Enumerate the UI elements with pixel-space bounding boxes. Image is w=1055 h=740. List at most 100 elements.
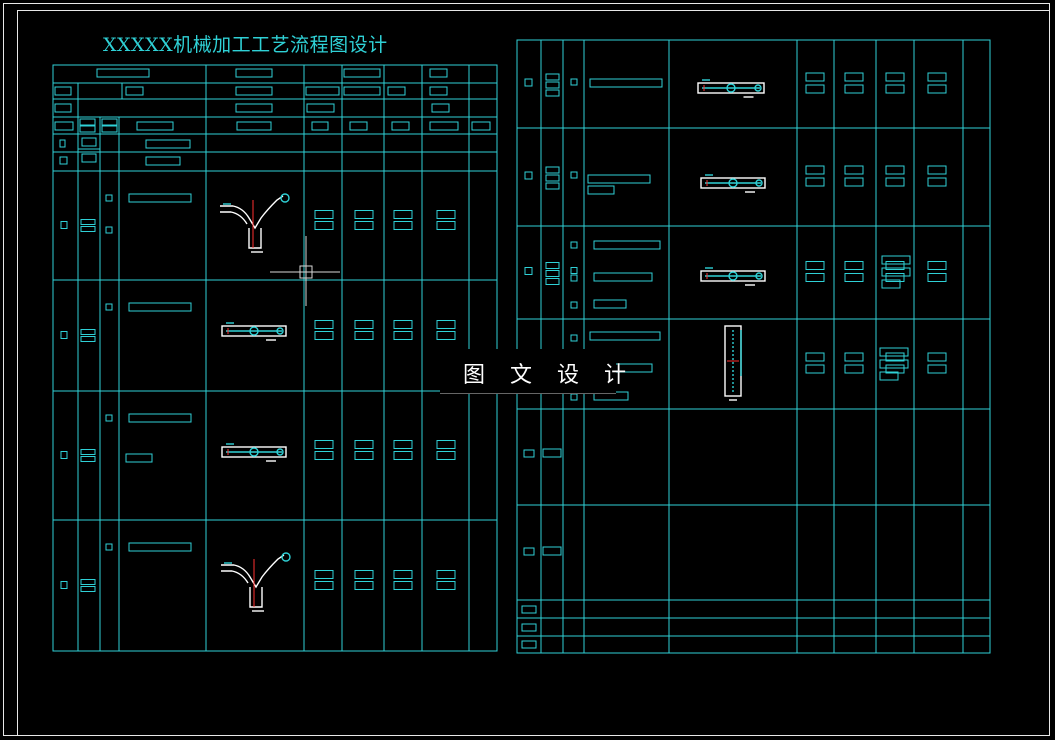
text-placeholder-box: [927, 261, 947, 270]
text-placeholder-box: [570, 171, 578, 179]
text-placeholder-box: [80, 456, 96, 462]
text-placeholder-box: [235, 86, 273, 96]
operation-text-box: [128, 302, 192, 312]
text-placeholder-box: [844, 72, 864, 82]
text-placeholder-box: [393, 451, 413, 460]
step-number-box: [60, 221, 68, 229]
text-placeholder-box: [881, 255, 911, 265]
text-placeholder-box: [545, 166, 560, 174]
text-placeholder-box: [844, 352, 864, 362]
text-placeholder-box: [927, 273, 947, 282]
text-placeholder-box: [885, 177, 905, 187]
part-sketches: [220, 79, 766, 612]
text-placeholder-box: [545, 270, 560, 277]
step-number-box: [60, 451, 68, 459]
text-placeholder-box: [587, 174, 651, 184]
text-placeholder-box: [354, 221, 374, 230]
text-placeholder-box: [805, 84, 825, 94]
text-placeholder-box: [314, 210, 334, 219]
text-placeholder-box: [314, 320, 334, 329]
text-placeholder-box: [927, 84, 947, 94]
text-placeholder-box: [236, 121, 272, 131]
text-placeholder-box: [96, 68, 150, 78]
text-placeholder-box: [387, 86, 406, 96]
text-placeholder-box: [125, 453, 153, 463]
right-table-frame: [516, 39, 991, 654]
text-placeholder-box: [885, 72, 905, 82]
text-placeholder-box: [471, 121, 491, 131]
text-placeholder-box: [314, 581, 334, 590]
step-number-box: [524, 267, 533, 275]
text-placeholder-box: [354, 440, 374, 449]
text-placeholder-box: [314, 451, 334, 460]
text-placeholder-box: [570, 78, 578, 86]
text-placeholder-box: [429, 121, 459, 131]
text-placeholder-box: [927, 352, 947, 362]
text-placeholder-box: [311, 121, 329, 131]
text-placeholder-box: [393, 331, 413, 340]
operation-text-box: [589, 78, 663, 88]
text-placeholder-box: [101, 125, 118, 133]
text-placeholder-box: [844, 261, 864, 270]
text-placeholder-box: [436, 451, 456, 460]
text-placeholder-box: [927, 364, 947, 374]
text-placeholder-box: [354, 451, 374, 460]
text-placeholder-box: [436, 221, 456, 230]
text-placeholder-box: [79, 125, 96, 133]
text-placeholder-box: [393, 210, 413, 219]
text-placeholder-box: [54, 86, 72, 96]
text-placeholder-box: [545, 278, 560, 285]
text-placeholder-box: [844, 84, 864, 94]
step-number-box: [60, 581, 68, 589]
text-placeholder-box: [593, 299, 627, 309]
text-placeholder-box: [314, 440, 334, 449]
text-placeholder-box: [393, 221, 413, 230]
text-placeholder-box: [589, 331, 661, 341]
text-placeholder-box: [881, 279, 901, 289]
text-placeholder-box: [805, 273, 825, 282]
text-placeholder-box: [59, 156, 68, 165]
text-placeholder-box: [885, 364, 905, 374]
text-placeholder-box: [79, 118, 96, 126]
operation-text-box: [128, 542, 192, 552]
text-placeholder-box: [545, 89, 560, 97]
text-placeholder-box: [354, 570, 374, 579]
text-placeholder-box: [521, 640, 537, 649]
text-placeholder-box: [235, 68, 273, 78]
text-placeholder-box: [542, 448, 562, 458]
text-placeholder-box: [436, 331, 456, 340]
text-placeholder-box: [145, 139, 191, 149]
text-placeholder-box: [844, 165, 864, 175]
text-placeholder-box: [805, 352, 825, 362]
right-process-table: [516, 39, 991, 654]
text-placeholder-box: [393, 320, 413, 329]
part-sketch-bar: [221, 443, 287, 462]
text-placeholder-box: [805, 165, 825, 175]
left-process-table: [52, 64, 498, 652]
text-placeholder-box: [879, 359, 909, 369]
text-placeholder-box: [805, 177, 825, 187]
text-placeholder-box: [805, 261, 825, 270]
text-placeholder-box: [429, 86, 448, 96]
text-placeholder-box: [136, 121, 174, 131]
text-placeholder-box: [570, 301, 578, 309]
text-placeholder-box: [431, 103, 450, 113]
text-placeholder-box: [80, 329, 96, 335]
text-placeholder-box: [235, 103, 273, 113]
step-number-box: [524, 78, 533, 87]
text-placeholder-box: [306, 103, 335, 113]
text-placeholder-box: [391, 121, 410, 131]
text-placeholder-box: [587, 185, 615, 195]
text-placeholder-box: [927, 72, 947, 82]
text-placeholder-box: [885, 352, 905, 362]
text-placeholder-box: [314, 221, 334, 230]
text-placeholder-box: [927, 165, 947, 175]
text-placeholder-box: [80, 219, 96, 225]
text-placeholder-box: [542, 546, 562, 556]
text-placeholder-box: [54, 121, 74, 131]
text-placeholder-box: [343, 68, 381, 78]
text-placeholder-box: [844, 364, 864, 374]
text-placeholder-box: [436, 581, 456, 590]
part-sketch-y-bracket: [220, 193, 290, 253]
